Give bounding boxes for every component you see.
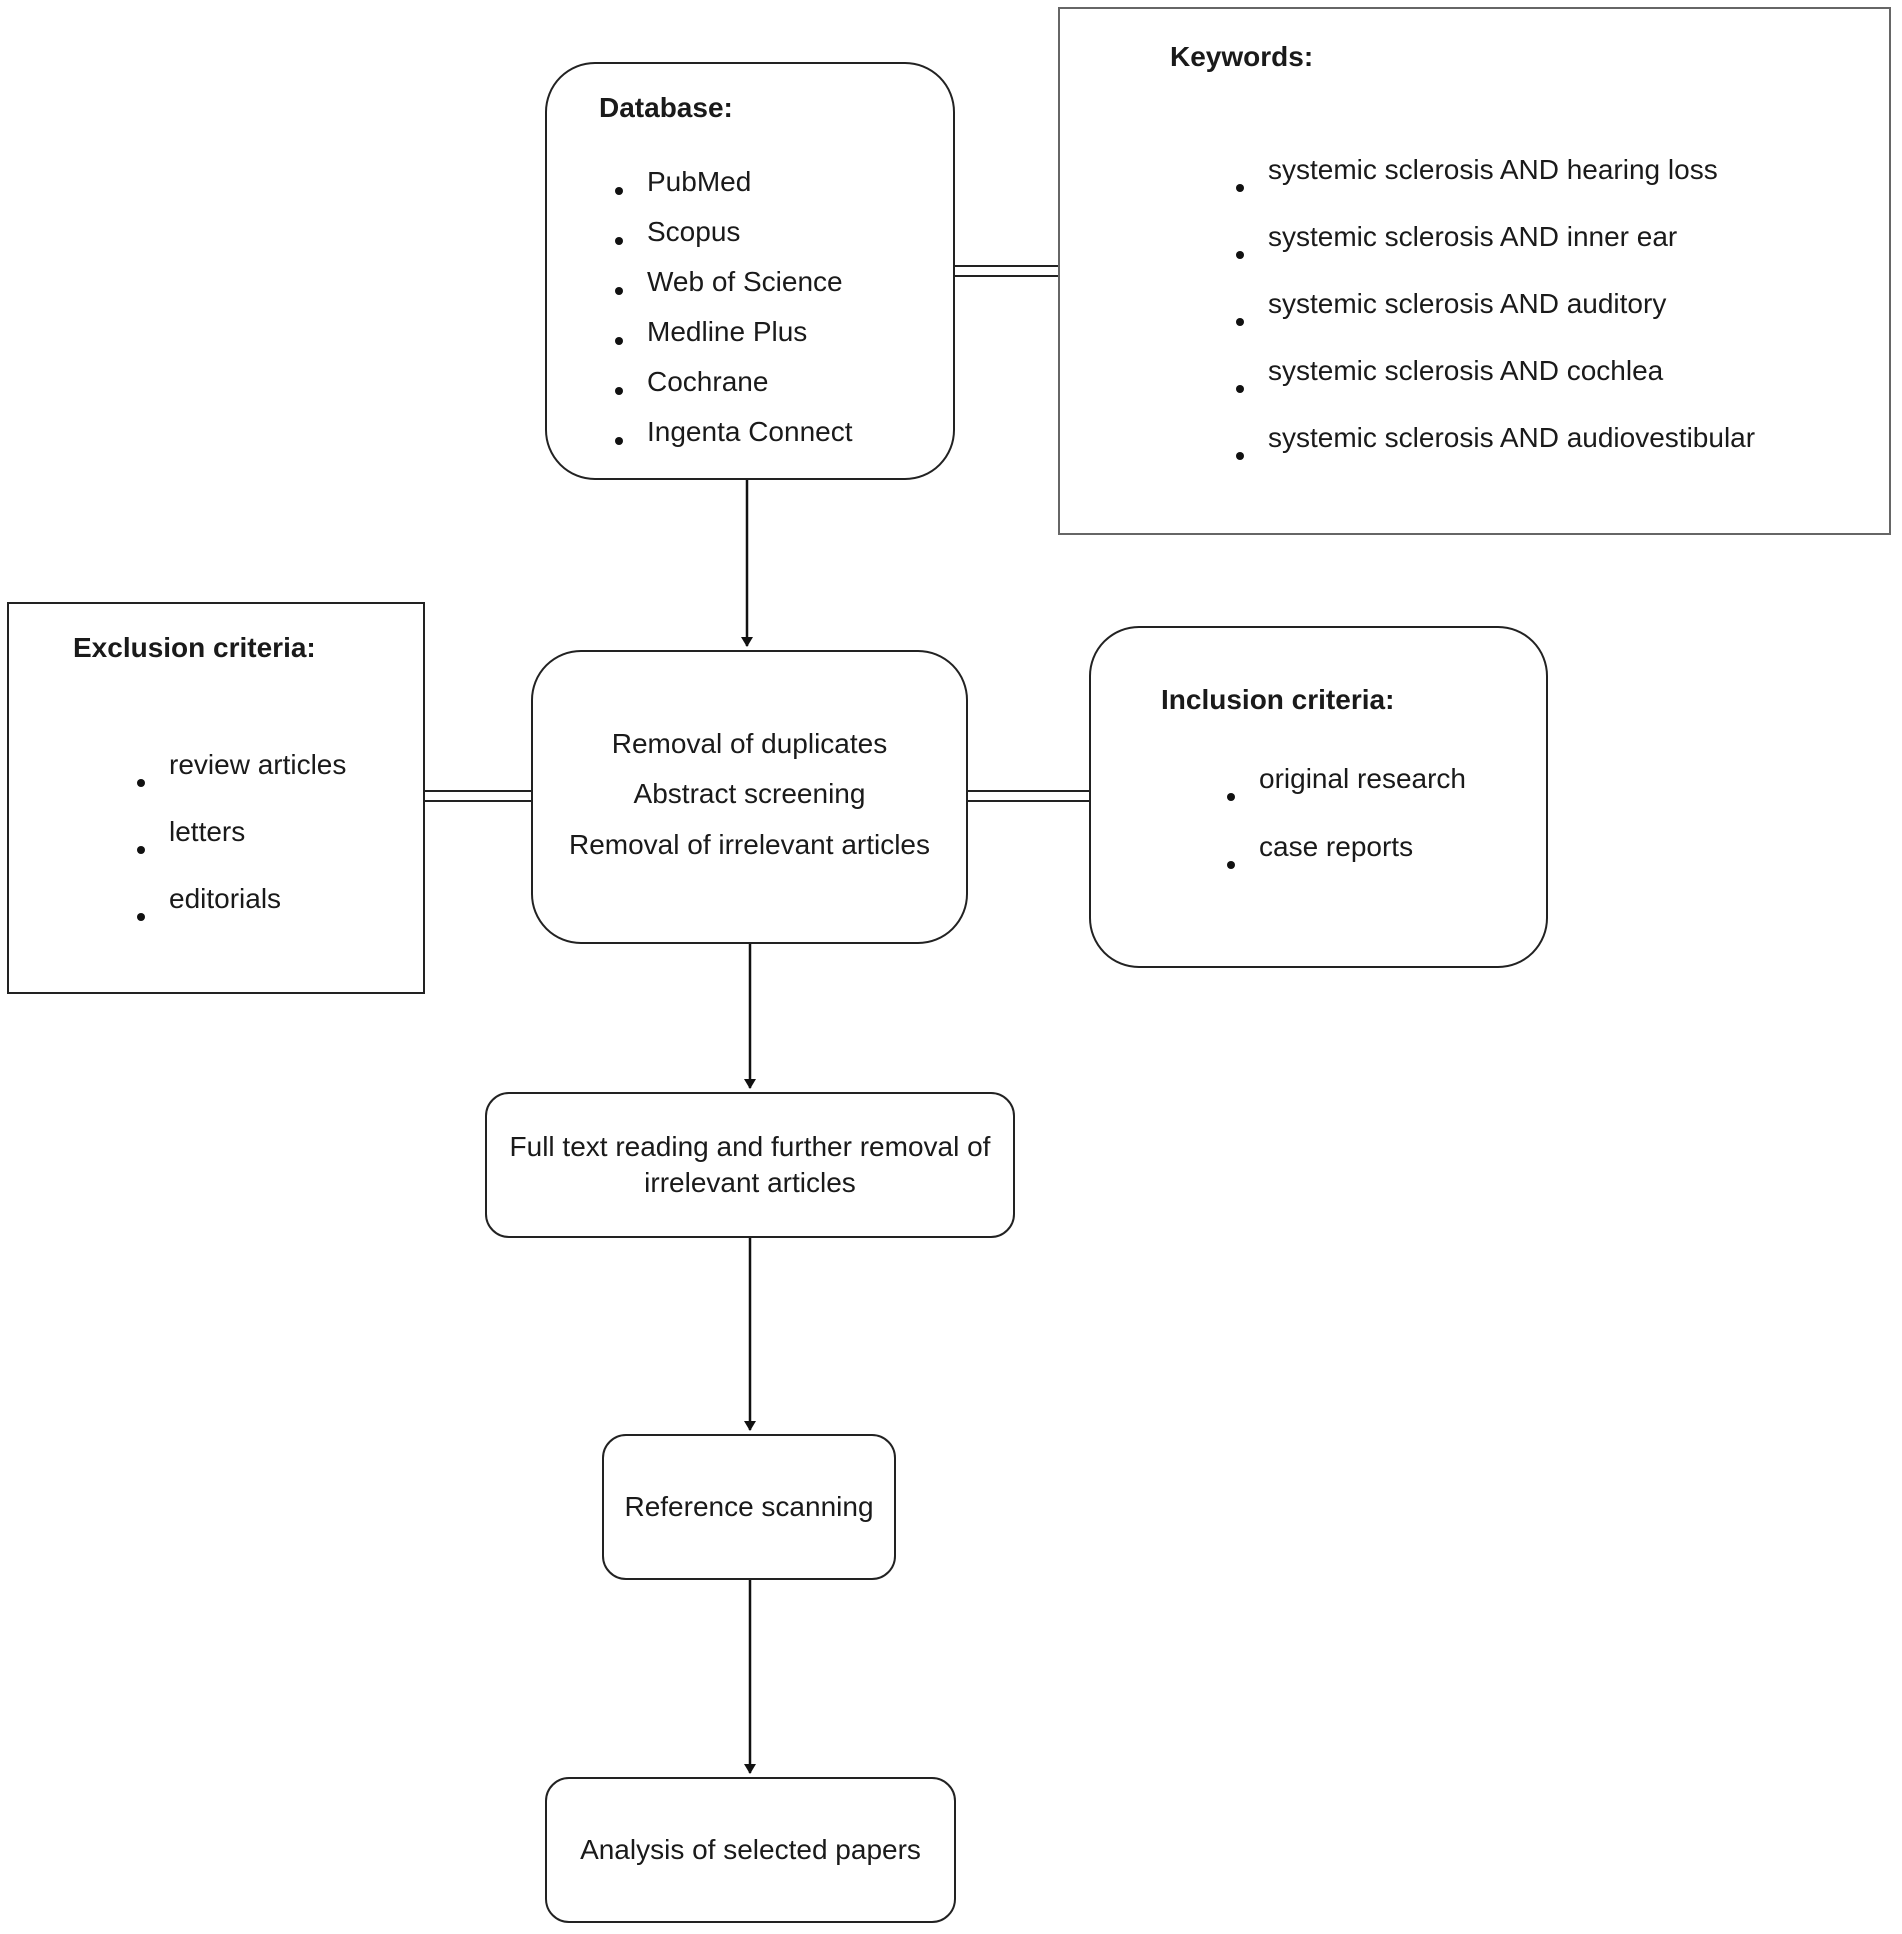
list-item: Ingenta Connect — [615, 415, 853, 465]
analysis-box: Analysis of selected papers — [545, 1777, 956, 1923]
link-screening-inclusion — [967, 790, 1089, 802]
reference-box: Reference scanning — [602, 1434, 896, 1580]
screening-line-irrelevant: Removal of irrelevant articles — [568, 829, 931, 860]
exclusion-list: review articles letters editorials — [136, 748, 346, 949]
list-item: case reports — [1227, 830, 1466, 898]
list-item: systemic sclerosis AND hearing loss — [1235, 153, 1755, 220]
list-item: Medline Plus — [615, 315, 853, 365]
link-exclusion-screening — [423, 790, 531, 802]
inclusion-list: original research case reports — [1227, 762, 1466, 898]
exclusion-title: Exclusion criteria: — [73, 632, 316, 663]
database-list: PubMed Scopus Web of Science Medline Plu… — [615, 165, 853, 465]
fulltext-label: Full text reading and further removal of… — [509, 1131, 991, 1198]
list-item: systemic sclerosis AND inner ear — [1235, 220, 1755, 287]
screening-line-abstract: Abstract screening — [633, 778, 866, 809]
list-item: Web of Science — [615, 265, 853, 315]
list-item: systemic sclerosis AND audiovestibular — [1235, 421, 1755, 488]
list-item: systemic sclerosis AND auditory — [1235, 287, 1755, 354]
list-item: review articles — [136, 748, 346, 815]
inclusion-box: Inclusion criteria: original research ca… — [1089, 626, 1548, 968]
list-item: original research — [1227, 762, 1466, 830]
link-database-keywords — [955, 265, 1058, 277]
list-item: Scopus — [615, 215, 853, 265]
list-item: editorials — [136, 882, 346, 949]
screening-line-duplicates: Removal of duplicates — [611, 728, 888, 759]
list-item: PubMed — [615, 165, 853, 215]
reference-label: Reference scanning — [624, 1491, 874, 1522]
database-box: Database: PubMed Scopus Web of Science M… — [545, 62, 955, 480]
keywords-box: Keywords: systemic sclerosis AND hearing… — [1058, 7, 1891, 535]
screening-box: Removal of duplicates Abstract screening… — [531, 650, 968, 944]
inclusion-title: Inclusion criteria: — [1161, 684, 1395, 715]
database-title: Database: — [599, 92, 733, 123]
exclusion-box: Exclusion criteria: review articles lett… — [7, 602, 425, 994]
list-item: systemic sclerosis AND cochlea — [1235, 354, 1755, 421]
fulltext-box: Full text reading and further removal of… — [485, 1092, 1015, 1238]
keywords-list: systemic sclerosis AND hearing loss syst… — [1235, 153, 1755, 488]
list-item: letters — [136, 815, 346, 882]
analysis-label: Analysis of selected papers — [580, 1834, 921, 1865]
list-item: Cochrane — [615, 365, 853, 415]
keywords-title: Keywords: — [1170, 41, 1314, 72]
